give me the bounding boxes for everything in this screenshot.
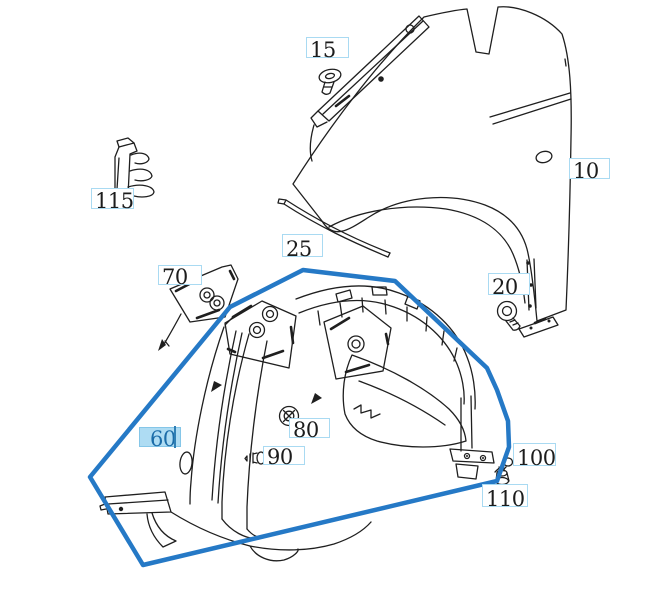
callout-70-label: 70 [162, 265, 188, 289]
callout-80-label: 80 [293, 418, 319, 442]
callout-90-label: 90 [267, 445, 293, 469]
callout-115[interactable]: 115 [91, 188, 134, 213]
callout-115-label: 115 [95, 189, 134, 213]
callout-15[interactable]: 15 [306, 37, 349, 62]
bolt-20-drawing[interactable] [496, 300, 521, 331]
callout-60[interactable]: 60 [139, 426, 181, 451]
callout-20[interactable]: 20 [488, 273, 530, 299]
callout-10-label: 10 [573, 159, 599, 183]
callout-15-label: 15 [310, 38, 336, 62]
strip-25-drawing[interactable] [277, 198, 391, 258]
callout-100-label: 100 [517, 446, 556, 470]
callout-60-label: 60 [150, 427, 176, 451]
fender-rail-drawing [309, 15, 430, 162]
screw-15-drawing[interactable] [318, 67, 342, 95]
callout-80[interactable]: 80 [289, 418, 330, 442]
callout-25[interactable]: 25 [282, 234, 323, 261]
callout-25-label: 25 [286, 237, 312, 261]
wheel-arch-liner-drawing[interactable] [99, 285, 495, 562]
fender-part-drawing[interactable] [292, 6, 572, 338]
text-cursor [174, 426, 176, 448]
callout-100[interactable]: 100 [513, 443, 556, 470]
callout-110[interactable]: 110 [482, 484, 528, 511]
callout-70[interactable]: 70 [158, 265, 202, 289]
screw-90-drawing[interactable] [244, 451, 266, 465]
callout-20-label: 20 [492, 275, 518, 299]
selection-highlight-polygon [87, 267, 512, 568]
callout-10[interactable]: 10 [569, 158, 610, 183]
callout-110-label: 110 [486, 487, 525, 511]
callout-90[interactable]: 90 [263, 445, 305, 469]
